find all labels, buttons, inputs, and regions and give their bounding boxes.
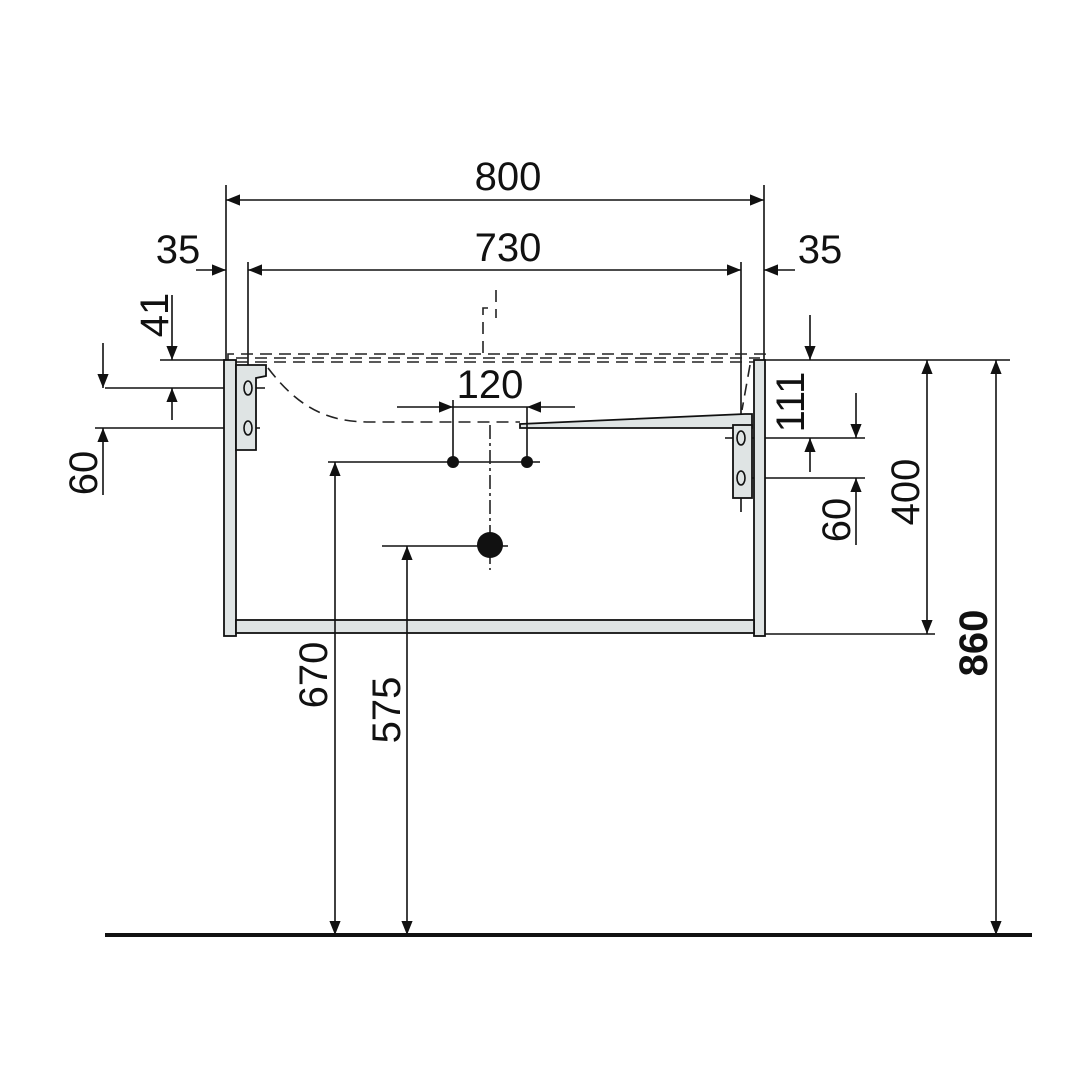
dim-right-offset: 35 bbox=[798, 228, 843, 272]
dim-supply-height: 670 bbox=[292, 642, 336, 709]
dim-overall-width: 800 bbox=[475, 155, 542, 199]
left-side-panel bbox=[223, 359, 237, 637]
dimension-lines bbox=[97, 194, 1002, 935]
dim-cabinet-height: 400 bbox=[884, 459, 928, 526]
left-wall-bracket bbox=[235, 364, 267, 451]
supply-point-left bbox=[447, 456, 459, 468]
right-side-panel bbox=[753, 359, 766, 637]
bottom-rail bbox=[235, 619, 755, 634]
dim-left-offset: 35 bbox=[156, 228, 201, 272]
dim-top-to-hole: 41 bbox=[133, 293, 177, 338]
dim-total-height: 860 bbox=[952, 610, 996, 677]
dim-drain-height: 575 bbox=[365, 677, 409, 744]
dim-right-top-to-hole: 111 bbox=[769, 372, 813, 433]
right-wall-bracket bbox=[732, 424, 753, 499]
supply-point-right bbox=[521, 456, 533, 468]
dim-inner-width: 730 bbox=[475, 226, 542, 270]
shelf bbox=[519, 413, 753, 429]
dim-left-hole-spacing: 60 bbox=[62, 451, 106, 496]
dim-tap-spacing: 120 bbox=[457, 363, 524, 407]
dim-right-hole-spacing: 60 bbox=[815, 498, 859, 543]
countertop-hidden-lines bbox=[227, 290, 766, 570]
drain-point bbox=[477, 532, 503, 558]
